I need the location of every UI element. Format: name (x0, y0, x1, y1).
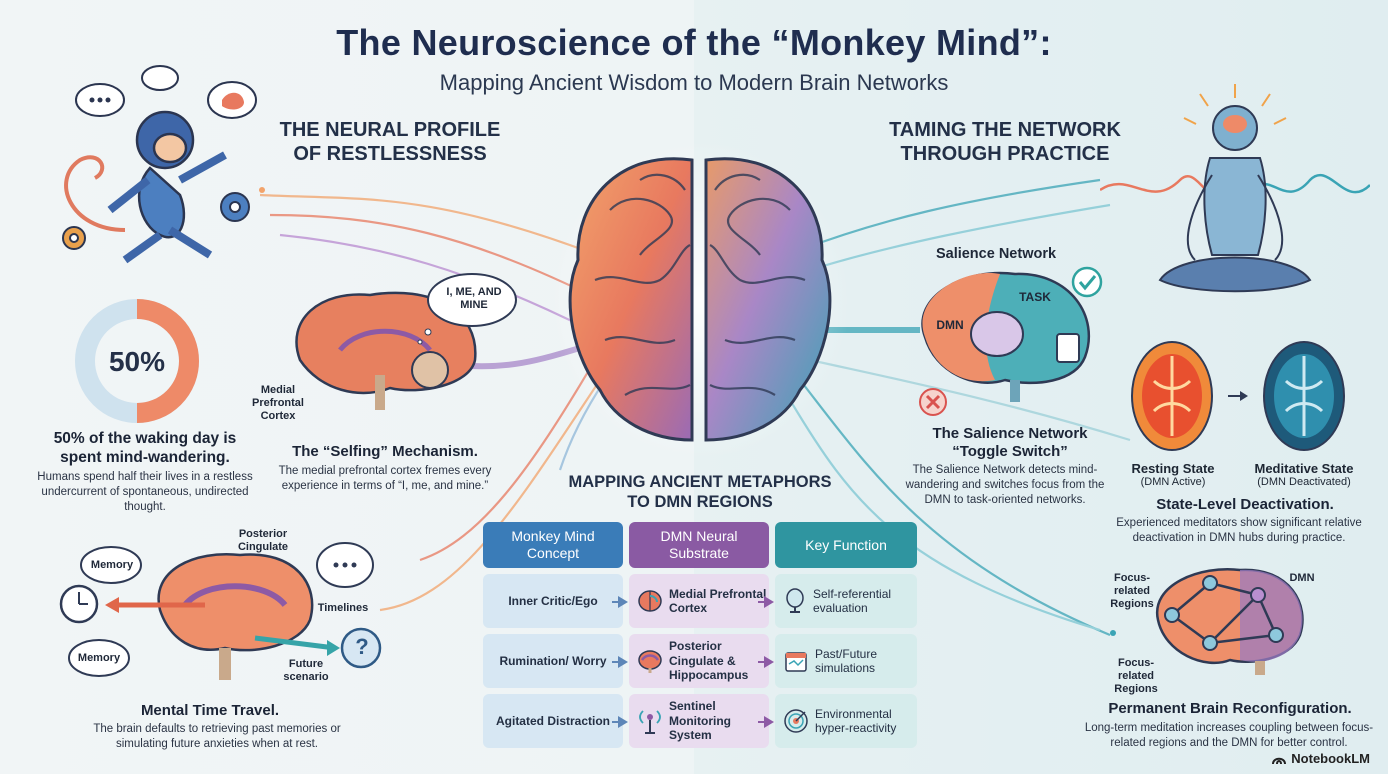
selfing-headline: The “Selfing” Mechanism. (292, 443, 478, 460)
reconfig-brain-illustration (1155, 568, 1304, 675)
left-section-title: THE NEURAL PROFILE OF RESTLESSNESS (279, 119, 501, 165)
monkey-illustration (62, 65, 257, 264)
mirror-icon (786, 588, 804, 613)
row-function: Past/Future simulations (775, 634, 917, 688)
meditative-state-caption: Meditative State (DMN Deactivated) (1254, 461, 1354, 488)
table-arrows (612, 596, 774, 728)
brain-section-icon (638, 650, 662, 673)
header: The Neuroscience of the “Monkey Mind”: M… (0, 22, 1388, 96)
selfing-body: The medial prefrontal cortex fremes ever… (278, 465, 492, 492)
brand-logo: NotebookLM (1271, 751, 1370, 766)
table-header-row: Monkey Mind Concept DMN Neural Substrate… (483, 522, 917, 568)
reconfig-dmn-label: DMN (1289, 572, 1315, 584)
states-body: Experienced meditators show significant … (1116, 517, 1362, 544)
col-header-substrate: DMN Neural Substrate (629, 522, 769, 568)
row-concept: Rumination/ Worry (483, 634, 623, 688)
check-icon (1071, 266, 1103, 298)
focus-regions-label-2: Focus-related Regions (1114, 657, 1158, 696)
col-header-function: Key Function (775, 522, 917, 568)
row-function: Environmental hyper-reactivity (775, 694, 917, 748)
row-concept: Inner Critic/Ego (483, 574, 623, 628)
selfing-brain-illustration (295, 273, 517, 410)
stat-headline: 50% of the waking day is spent mind-wand… (53, 430, 237, 466)
page-subtitle: Mapping Ancient Wisdom to Modern Brain N… (439, 70, 949, 95)
question-mark: ? (355, 634, 369, 659)
selfing-bubble-text: I, ME, AND MINE (446, 286, 502, 312)
brain-scans (1131, 341, 1345, 451)
timelines-label: Timelines (317, 602, 369, 614)
table-row: Agitated Distraction Sentinel Monitoring… (483, 694, 917, 748)
posterior-cingulate-label: Posterior Cingulate (237, 528, 289, 554)
donut-value-label: 50% (109, 346, 165, 377)
row-substrate: Sentinel Monitoring System (629, 694, 769, 748)
time-travel-body: The brain defaults to retrieving past me… (93, 723, 341, 750)
mapping-table: Monkey Mind Concept DMN Neural Substrate… (483, 522, 917, 748)
row-substrate: Medial Prefrontal Cortex (629, 574, 769, 628)
reconfig-headline: Permanent Brain Reconfiguration. (1108, 700, 1352, 717)
table-row: Rumination/ Worry Posterior Cingulate & … (483, 634, 917, 688)
donut-fill (136, 299, 199, 423)
time-travel-headline: Mental Time Travel. (140, 702, 280, 719)
future-scenario-label: Future scenario (283, 658, 329, 684)
row-function: Self-referential evaluation (775, 574, 917, 628)
calendar-icon (785, 652, 807, 672)
table-row: Inner Critic/Ego Medial Prefrontal Corte… (483, 574, 917, 628)
stat-donut-chart: 50% (75, 299, 199, 423)
target-icon (784, 709, 808, 733)
antenna-icon (639, 710, 661, 734)
memory-label-1: Memory (90, 559, 134, 571)
future-arrow (254, 635, 336, 651)
salience-headline: The Salience Network “Toggle Switch” (932, 425, 1088, 460)
notebooklm-logo-icon (1272, 757, 1287, 764)
col-header-concept: Monkey Mind Concept (483, 522, 623, 568)
time-travel-illustration (59, 542, 382, 680)
table-title: MAPPING ANCIENT METAPHORS TO DMN REGIONS (568, 473, 832, 511)
salience-brain-illustration (919, 266, 1103, 416)
memory-label-2: Memory (77, 652, 121, 664)
salience-network-label: Salience Network (935, 246, 1057, 262)
row-concept: Agitated Distraction (483, 694, 623, 748)
stat-body: Humans spend half their lives in a restl… (37, 471, 253, 513)
states-headline: State-Level Deactivation. (1156, 496, 1334, 513)
task-label: TASK (1019, 290, 1051, 304)
meditator-illustration (1100, 84, 1370, 293)
dmn-label: DMN (936, 318, 964, 332)
right-section-title: TAMING THE NETWORK THROUGH PRACTICE (889, 119, 1121, 165)
salience-body: The Salience Network detects mind-wander… (905, 464, 1105, 506)
reconfig-body: Long-term meditation increases coupling … (1084, 722, 1374, 749)
row-substrate: Posterior Cingulate & Hippocampus (629, 634, 769, 688)
focus-regions-label-1: Focus-related Regions (1110, 572, 1154, 611)
page-title: The Neuroscience of the “Monkey Mind”: (336, 22, 1052, 63)
central-brain-illustration (550, 140, 850, 460)
brain-icon (638, 590, 662, 612)
clipboard-icon (1056, 333, 1080, 363)
resting-state-caption: Resting State (DMN Active) (1131, 461, 1215, 488)
mpfc-label: Medial Prefrontal Cortex (252, 384, 304, 423)
question-icon (340, 627, 382, 669)
